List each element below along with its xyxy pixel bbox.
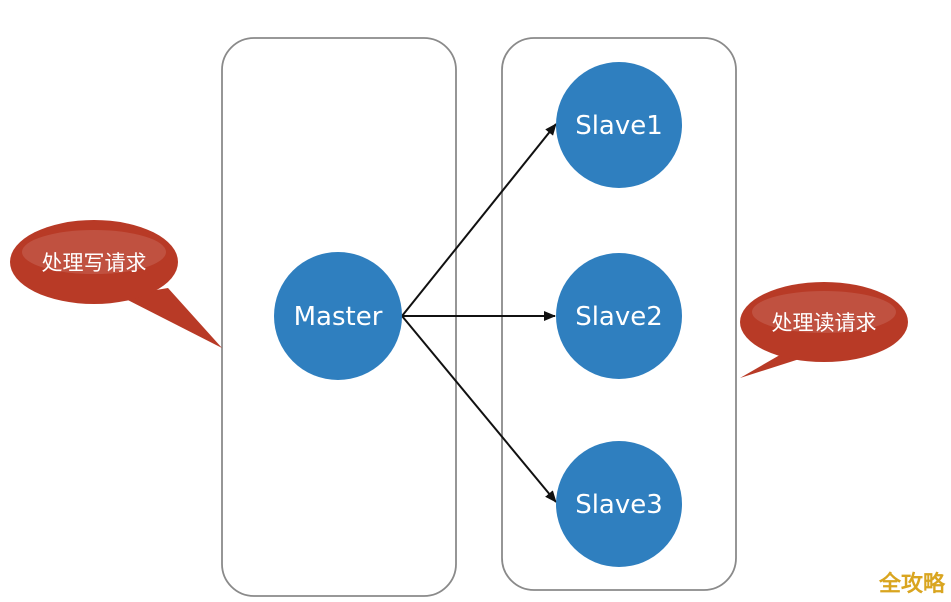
watermark-text: 全攻略 (878, 572, 945, 597)
slave3-node: Slave3 (556, 441, 682, 567)
slave2-node: Slave2 (556, 253, 682, 379)
slave2-label: Slave2 (575, 302, 663, 332)
master-node: Master (274, 252, 402, 380)
read-request-callout: 处理读请求 (740, 282, 908, 378)
write-request-callout: 处理写请求 (10, 220, 222, 348)
slave3-label: Slave3 (575, 490, 663, 520)
write-request-label: 处理写请求 (42, 251, 147, 275)
slave1-label: Slave1 (575, 111, 663, 141)
read-request-label: 处理读请求 (772, 311, 877, 335)
slave1-node: Slave1 (556, 62, 682, 188)
master-label: Master (294, 302, 383, 332)
arrow-master-slave1 (401, 123, 557, 317)
arrow-master-slave3 (401, 315, 557, 503)
